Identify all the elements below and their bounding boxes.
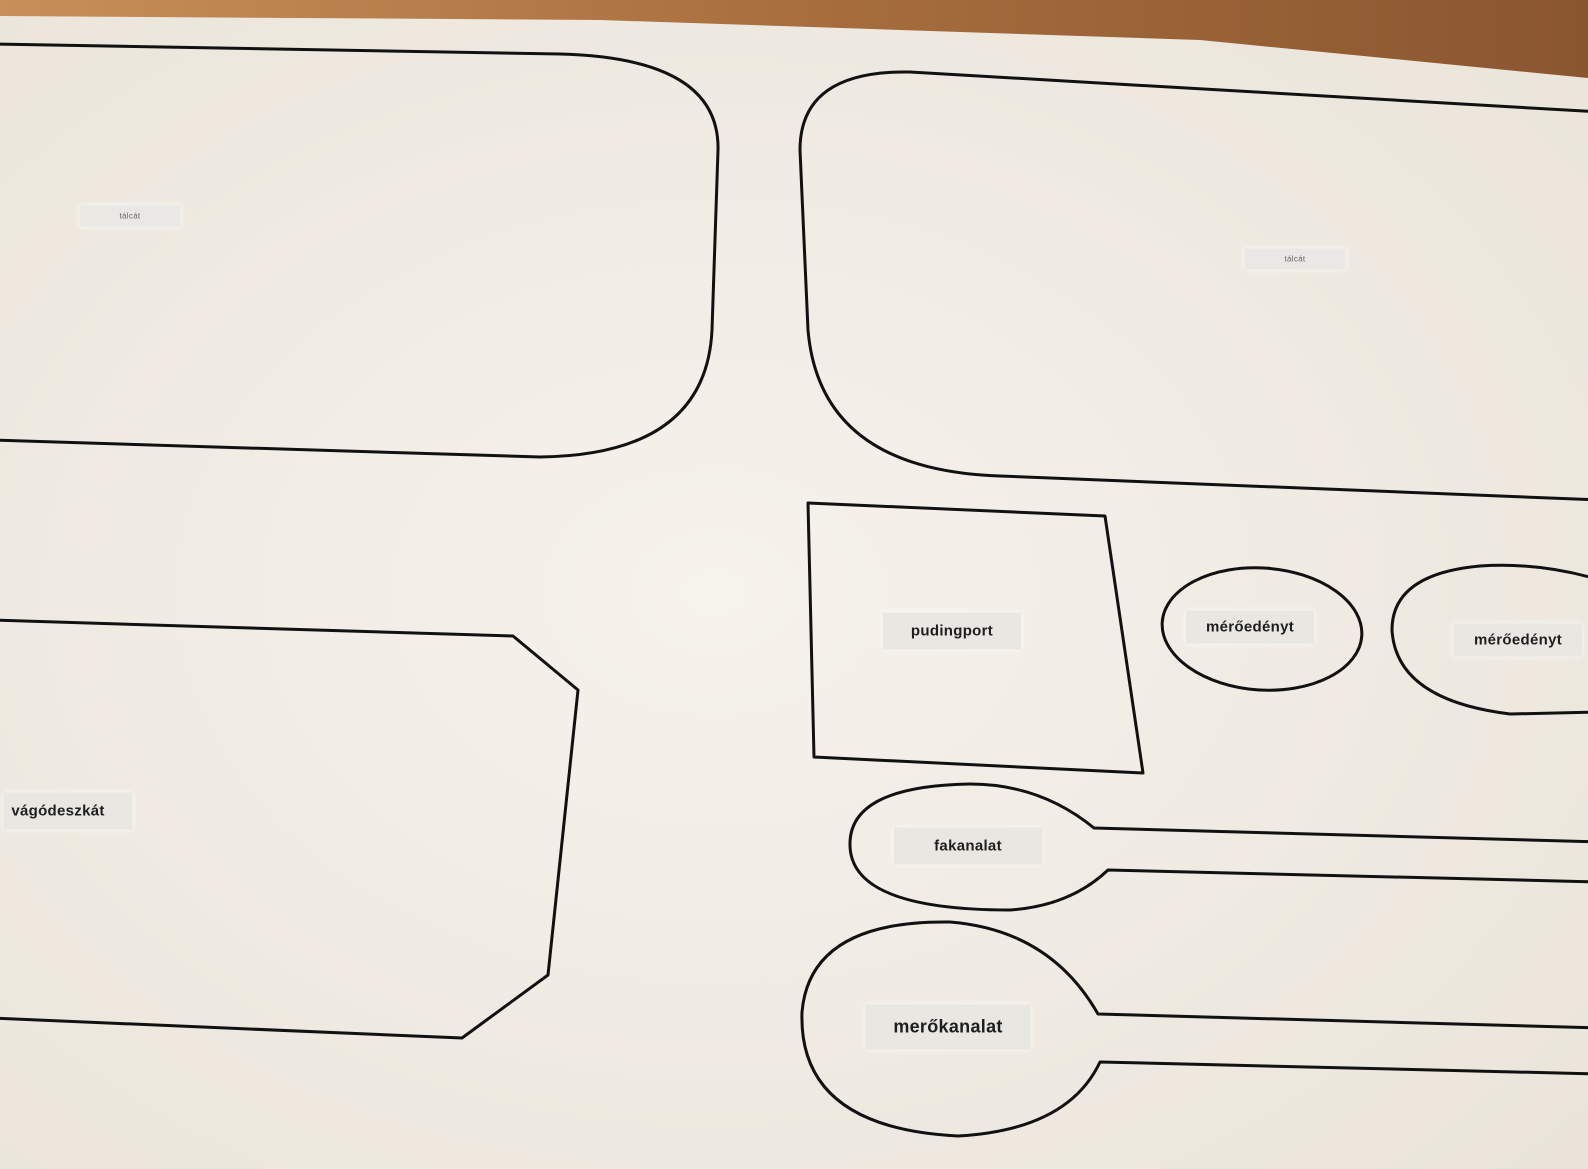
cutting-board-label: vágódeszkát xyxy=(3,793,132,830)
measuring-cup-1-label: mérőedényt xyxy=(1186,611,1314,644)
ladle-label: merőkanalat xyxy=(865,1005,1030,1050)
wooden-spoon-label: fakanalat xyxy=(894,828,1042,865)
paper-sheet xyxy=(0,16,1588,1169)
pudding-powder-label: pudingport xyxy=(883,613,1021,650)
tray-right-label: tálcát xyxy=(1245,249,1346,270)
tray-left-label: tálcát xyxy=(80,206,181,227)
measuring-cup-2-label: mérőedényt xyxy=(1454,624,1582,657)
